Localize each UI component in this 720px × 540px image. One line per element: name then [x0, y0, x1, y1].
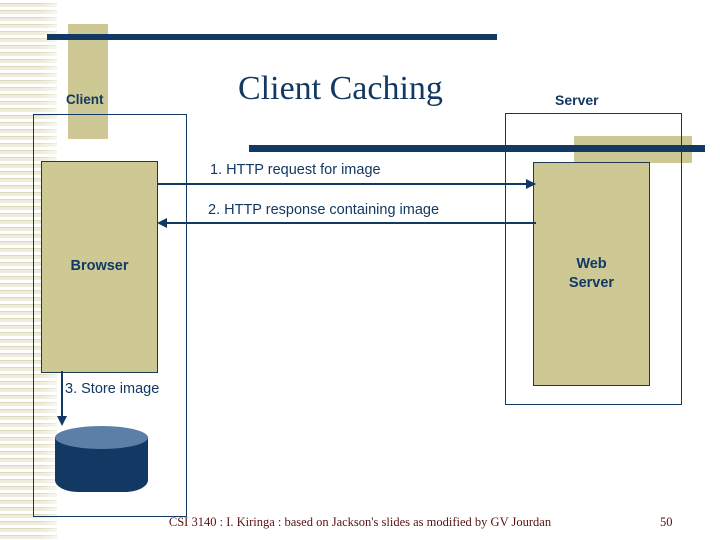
middle-navy-rule [249, 145, 705, 152]
message-2-label: 2. HTTP response containing image [208, 202, 440, 218]
message-2-line [162, 222, 536, 224]
store-arrow-label: 3. Store image [65, 381, 160, 397]
message-2-arrowhead-icon [157, 218, 167, 228]
browser-node-label: Browser [70, 258, 129, 275]
server-zone-label: Server [555, 92, 599, 108]
store-arrowhead-icon [57, 416, 67, 426]
page-number: 50 [660, 515, 673, 529]
cylinder-top [55, 426, 148, 449]
store-arrow-line [61, 371, 63, 420]
page-title: Client Caching [238, 70, 443, 107]
client-zone-label: Client [66, 92, 104, 107]
server-boundary-box [505, 113, 682, 405]
beige-vertical-accent [68, 24, 108, 139]
message-1-label: 1. HTTP request for image [210, 162, 381, 178]
browser-node[interactable]: Browser [41, 161, 158, 373]
message-1-line [157, 183, 535, 185]
top-navy-rule [47, 34, 497, 40]
client-boundary-box [33, 114, 187, 517]
cache-cylinder-icon [55, 426, 148, 492]
footer-attribution: CSI 3140 : I. Kiringa : based on Jackson… [168, 515, 552, 529]
message-1-arrowhead-icon [526, 179, 536, 189]
